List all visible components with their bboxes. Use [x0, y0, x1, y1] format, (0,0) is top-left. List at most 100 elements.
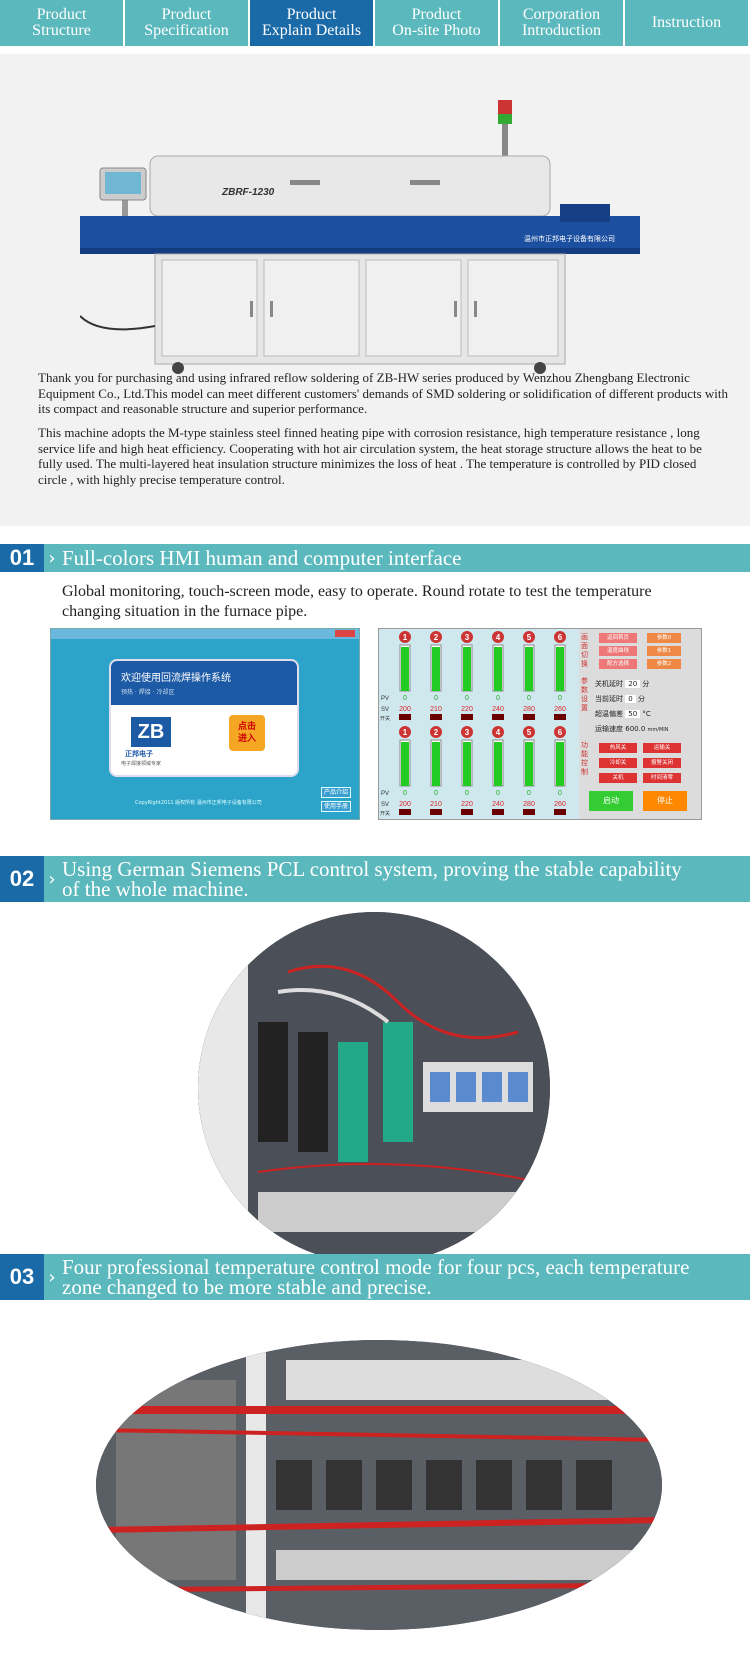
shutdown-delay-unit: 分 [642, 680, 650, 688]
speed-label: 运输速度 [595, 725, 623, 733]
zone-gauge-fill [494, 647, 502, 691]
zone-switch [492, 714, 504, 720]
zone-number: 2 [434, 633, 439, 642]
zone-switch [399, 809, 411, 815]
home-button[interactable]: 返回首页 [599, 633, 637, 643]
zone-pv-value: 0 [558, 790, 562, 797]
zone-switch [554, 809, 566, 815]
zone-pv-value: 0 [465, 695, 469, 702]
zone-sv-value: 220 [461, 801, 473, 808]
tab-instruction[interactable]: Instruction [625, 0, 750, 46]
hot-air-off-button[interactable]: 热风关 [599, 743, 637, 753]
zone-sv-value: 280 [523, 706, 535, 713]
shutdown-delay-value[interactable]: 20 [625, 680, 641, 688]
zone-number-badge [523, 631, 535, 643]
tab-product-onsite-photo[interactable]: Product On-site Photo [375, 0, 500, 46]
top-nav: Product Structure Product Specification … [0, 0, 750, 48]
section-header-02: 02 › Using German Siemens PCL control sy… [0, 856, 750, 902]
zone-gauge-fill [525, 647, 533, 691]
zone-number: 5 [527, 633, 532, 642]
zone-gauge-fill [494, 742, 502, 786]
param0-button[interactable]: 参数0 [647, 633, 681, 643]
welcome-footer: CopyRight2011 版权所有 温州市正邦电子设备有限公司 [135, 800, 262, 806]
zone-gauge-fill [401, 742, 409, 786]
param1-button[interactable]: 参数1 [647, 646, 681, 656]
hero-section: ZBRF-1230 温州市正邦电子设备有限公司 Thank you for pu… [0, 54, 750, 526]
zone-number: 6 [558, 728, 563, 737]
zone-number: 2 [434, 728, 439, 737]
temp-curve-button[interactable]: 温度曲线 [599, 646, 637, 656]
zone-number: 3 [465, 633, 470, 642]
zone-switch [523, 809, 535, 815]
intro-paragraph: Thank you for purchasing and using infra… [38, 370, 729, 416]
zone-gauge-fill [556, 742, 564, 786]
switch-row-label: 开关 [380, 810, 390, 817]
zone-number-badge [492, 726, 504, 738]
zone-number-badge [523, 726, 535, 738]
time-reset-button[interactable]: 时间清零 [643, 773, 681, 783]
zone-sv-value: 280 [523, 801, 535, 808]
description-paragraph: This machine adopts the M-type stainless… [38, 425, 702, 487]
zone-gauge-fill [463, 647, 471, 691]
zone-gauge-fill [401, 647, 409, 691]
zone-pv-value: 0 [496, 790, 500, 797]
screen-switch-label: 画面切换 [581, 633, 588, 668]
zone-switch [399, 714, 411, 720]
shutdown-delay-label: 关机延时 [595, 680, 623, 688]
zone-sv-value: 210 [430, 801, 442, 808]
pv-row-label: PV [381, 696, 389, 702]
param-settings-label: 参数设置 [581, 677, 588, 712]
zone-pv-value: 0 [465, 790, 469, 797]
cooling-off-button[interactable]: 冷却关 [599, 758, 637, 768]
company-plate: 温州市正邦电子设备有限公司 [524, 234, 615, 243]
zone-switch [523, 714, 535, 720]
zone-number-badge [430, 726, 442, 738]
enter-button[interactable]: 点击 进入 [229, 715, 265, 751]
zone-pv-value: 0 [403, 790, 407, 797]
zone-switch [492, 809, 504, 815]
shutdown-button[interactable]: 关机 [599, 773, 637, 783]
zone-number: 5 [527, 728, 532, 737]
overtemp-deviation-unit: °C [642, 710, 651, 718]
recipe-select-button[interactable]: 配方选择 [599, 659, 637, 669]
zone-number-badge [461, 631, 473, 643]
user-manual-button[interactable]: 使用手册 [321, 801, 351, 812]
zone-switch [554, 714, 566, 720]
zone-number: 1 [403, 633, 408, 642]
tab-corporation-introduction[interactable]: Corporation Introduction [500, 0, 625, 46]
section-number: 02 [0, 856, 44, 902]
conveyor-off-button[interactable]: 运输关 [643, 743, 681, 753]
tab-product-specification[interactable]: Product Specification [125, 0, 250, 46]
section-title: Four professional temperature control mo… [62, 1255, 690, 1299]
zone-gauge-fill [463, 742, 471, 786]
tab-product-structure[interactable]: Product Structure [0, 0, 125, 46]
product-intro-button[interactable]: 产品介绍 [321, 787, 351, 798]
hmi-welcome-screenshot: 欢迎使用回流焊操作系统 预热 · 焊接 · 冷却区 ZB 正邦电子 电子焊接领域… [50, 628, 360, 820]
overtemp-deviation-label: 超温偏差 [595, 710, 623, 718]
zone-number-badge [399, 631, 411, 643]
stop-button[interactable]: 停止 [643, 791, 687, 811]
logo-subtext: 电子焊接领域专家 [121, 761, 162, 767]
zone-gauge-fill [432, 742, 440, 786]
zone-number: 1 [403, 728, 408, 737]
pv-row-label: PV [381, 791, 389, 797]
param2-button[interactable]: 参数2 [647, 659, 681, 669]
start-button[interactable]: 启动 [589, 791, 633, 811]
zone-sv-value: 200 [399, 801, 411, 808]
current-delay-unit: 分 [637, 695, 645, 703]
zone-number: 3 [465, 728, 470, 737]
zone-pv-value: 0 [558, 695, 562, 702]
zone-number-badge [492, 631, 504, 643]
control-panel-wiring-photo [198, 912, 550, 1264]
tab-product-explain-details[interactable]: Product Explain Details [250, 0, 375, 46]
alarm-off-button[interactable]: 报警关闭 [643, 758, 681, 768]
current-delay-value[interactable]: 0 [625, 695, 636, 703]
speed-value[interactable]: 600.0 [625, 725, 646, 733]
overtemp-deviation-value[interactable]: 50 [625, 710, 641, 718]
zones-background [379, 629, 579, 819]
zone-switch [461, 809, 473, 815]
zone-gauge-fill [432, 647, 440, 691]
zb-logo: ZB [131, 717, 171, 747]
zone-pv-value: 0 [434, 790, 438, 797]
